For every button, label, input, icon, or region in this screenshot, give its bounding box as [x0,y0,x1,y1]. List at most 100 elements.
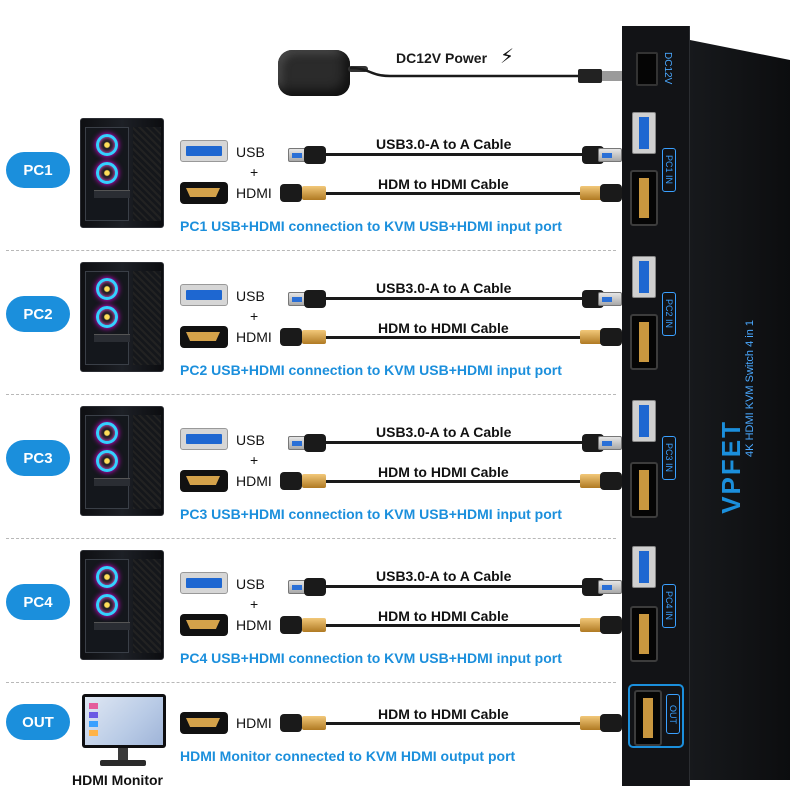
hdmi-plug-boot-right [600,714,622,732]
hdmi-label: HDMI [236,473,272,489]
usb-port-icon [180,140,228,162]
out-badge: OUT [6,704,70,740]
kvm-output-frame [628,684,684,748]
usb-label: USB [236,576,265,592]
section-divider [6,682,616,683]
hdmi-port-icon [180,182,228,204]
pc-glass-panel [85,559,130,653]
rgb-fan-icon [96,450,118,472]
hdmi-plug-left [302,716,326,730]
connection-note: PC3 USB+HDMI connection to KVM USB+HDMI … [180,506,562,522]
pc-tower-icon [80,550,164,660]
pc-mesh-front [133,127,161,221]
monitor-icon [82,694,166,748]
app-tile-icon [89,703,98,709]
usb-plug-boot-left [304,290,326,308]
kvm-out-tag: OUT [666,694,680,734]
pc-mesh-front [133,559,161,653]
usb-cable [326,441,582,444]
pc-badge: PC4 [6,584,70,620]
pc-glass-panel [85,271,130,365]
usb-plug-right [598,580,622,594]
usb-plug-boot-left [304,434,326,452]
usb-port-icon [180,572,228,594]
usb-cable-label: USB3.0-A to A Cable [376,136,512,152]
dc-input-port [636,52,658,86]
kvm-hdmi-port-pc4 [630,606,658,662]
dc-port-label: DC12V [662,52,673,85]
hdmi-plug-left [302,618,326,632]
hdmi-plug-right [580,474,604,488]
pc-tower-icon [80,262,164,372]
rgb-fan-icon [96,162,118,184]
hdmi-port-icon [180,470,228,492]
hdmi-plug-boot-right [600,184,622,202]
hdmi-port-icon [180,712,228,734]
monitor-stand-base [100,760,146,766]
pc-tower-icon [80,118,164,228]
usb-cable [326,153,582,156]
kvm-model-text: 4K HDMI KVM Switch 4 in 1 [744,320,756,457]
usb-label: USB [236,288,265,304]
rgb-fan-icon [96,306,118,328]
hdmi-cable-label: HDM to HDMI Cable [378,464,509,480]
plus-sign: + [250,308,259,324]
kvm-hdmi-port-pc1 [630,170,658,226]
pc-tower-icon [80,406,164,516]
power-cable [350,66,622,83]
usb-cable-label: USB3.0-A to A Cable [376,424,512,440]
kvm-usb-port-pc3 [632,400,656,442]
usb-plug-right [598,436,622,450]
section-divider [6,394,616,395]
connection-note: PC2 USB+HDMI connection to KVM USB+HDMI … [180,362,562,378]
hdmi-plug-boot-right [600,328,622,346]
pc-mesh-front [133,415,161,509]
out-hdmi-cable-label: HDM to HDMI Cable [378,706,509,722]
hdmi-plug-right [580,618,604,632]
lightning-bolt-icon: ⚡ [500,46,515,68]
hdmi-plug-boot-left [280,328,302,346]
usb-cable-label: USB3.0-A to A Cable [376,568,512,584]
gpu-shape [94,334,130,342]
hdmi-cable [326,192,580,195]
app-tile-icon [89,721,98,727]
hdmi-port-icon [180,614,228,636]
out-hdmi-label: HDMI [236,715,272,731]
connection-note: PC1 USB+HDMI connection to KVM USB+HDMI … [180,218,562,234]
kvm-usb-port-pc2 [632,256,656,298]
usb-plug-boot-left [304,578,326,596]
hdmi-plug-boot-left [280,714,302,732]
kvm-device-side [690,40,790,780]
rgb-fan-icon [96,566,118,588]
kvm-port-tag-pc4: PC4 IN [662,584,676,628]
usb-cable-label: USB3.0-A to A Cable [376,280,512,296]
pc-badge: PC3 [6,440,70,476]
usb-plug-right [598,292,622,306]
kvm-usb-port-pc4 [632,546,656,588]
section-divider [6,250,616,251]
plus-sign: + [250,452,259,468]
plus-sign: + [250,596,259,612]
out-hdmi-cable [326,722,580,725]
gpu-shape [94,622,130,630]
hdmi-cable-label: HDM to HDMI Cable [378,176,509,192]
plus-sign: + [250,164,259,180]
hdmi-label: HDMI [236,329,272,345]
hdmi-plug-boot-right [600,616,622,634]
kvm-hdmi-port-pc2 [630,314,658,370]
hdmi-label: HDMI [236,185,272,201]
kvm-usb-port-pc1 [632,112,656,154]
monitor-stand-neck [118,748,128,762]
hdmi-plug-boot-right [600,472,622,490]
usb-plug-boot-left [304,146,326,164]
kvm-port-tag-pc1: PC1 IN [662,148,676,192]
gpu-shape [94,190,130,198]
hdmi-cable-label: HDM to HDMI Cable [378,320,509,336]
rgb-fan-icon [96,134,118,156]
kvm-hdmi-port-pc3 [630,462,658,518]
hdmi-cable [326,336,580,339]
power-label: DC12V Power [396,50,488,66]
connection-note: PC4 USB+HDMI connection to KVM USB+HDMI … [180,650,562,666]
app-tile-icon [89,730,98,736]
usb-port-icon [180,284,228,306]
